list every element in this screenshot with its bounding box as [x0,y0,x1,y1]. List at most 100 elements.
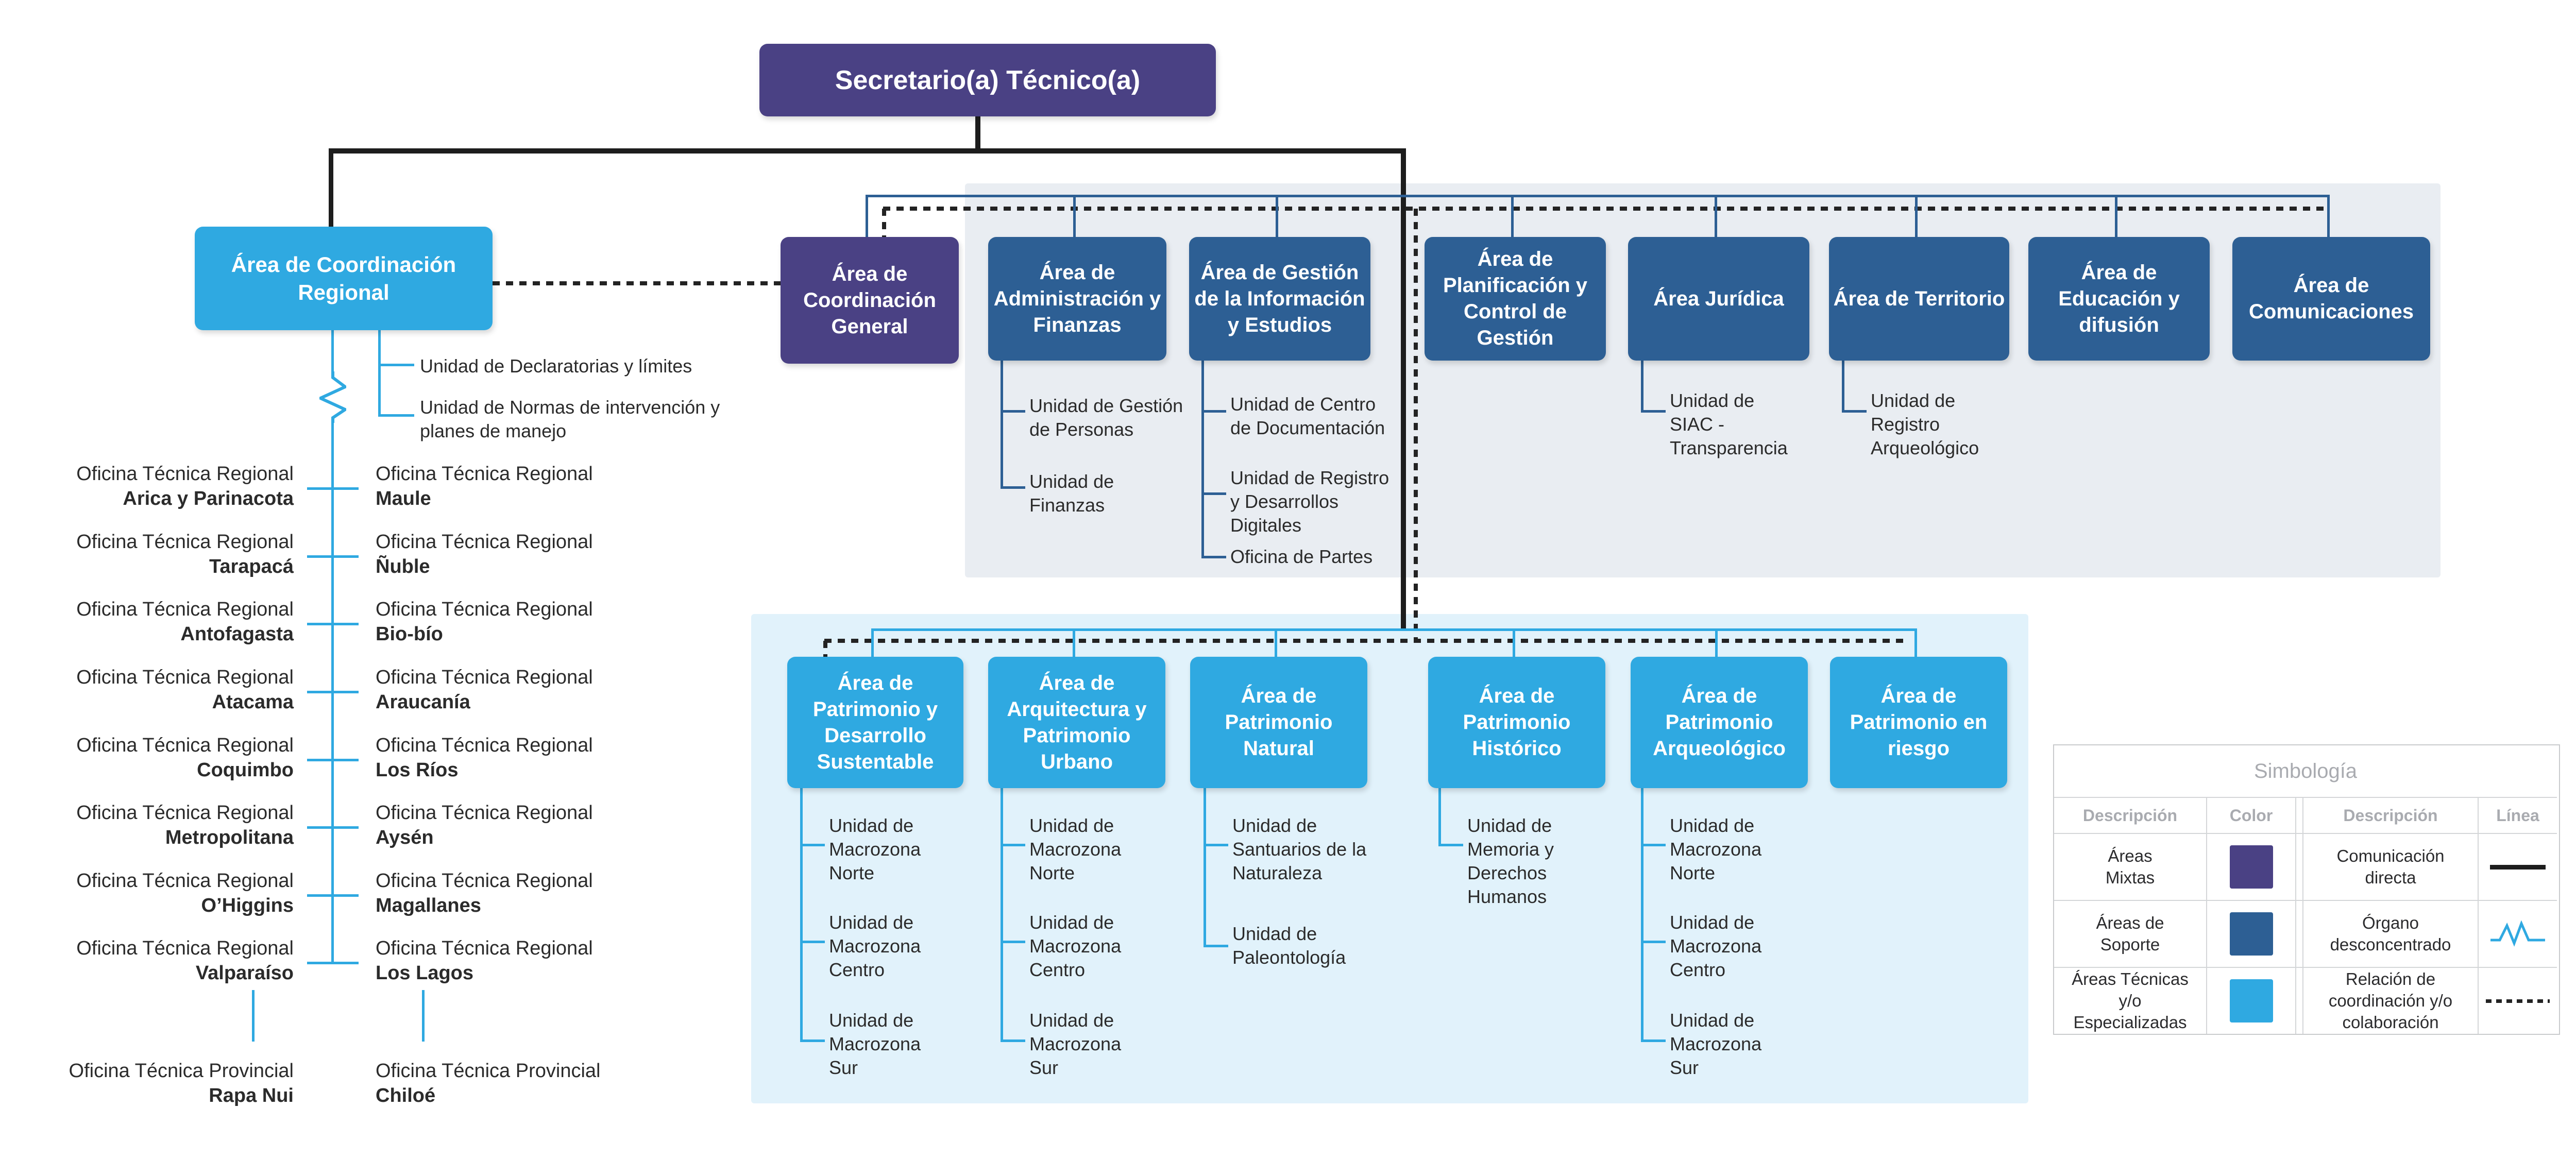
tick-office-row-2 [307,555,359,558]
office-region: Maule [376,488,431,509]
legend-header-color: Color [2206,797,2295,833]
unit-label: Unidad de Centro de Documentación [1230,394,1385,438]
dotted-line-icon [2486,999,2550,1003]
office-region: Chiloé [376,1085,436,1106]
box-title: Área de Patrimonio y Desarrollo Sustenta… [812,671,938,773]
office-prefix: Oficina Técnica Regional [376,938,593,959]
tick-historico-1 [1438,844,1463,846]
zigzag-line-icon [2490,921,2545,947]
office-regional: Oficina Técnica Regional Aysén [376,800,643,850]
tick-arquitectura-2 [1001,941,1025,943]
tick-regional-unit-1 [378,364,414,366]
legend-title: Simbología [2253,760,2358,782]
legend-header-linea: Línea [2478,797,2557,833]
office-region: Atacama [212,691,294,713]
legend-color-cell [2206,900,2295,967]
unit-label: Unidad de Macrozona Centro [1029,912,1122,980]
rail-technical-row [871,628,1917,631]
tick-regional-unit-2 [378,414,414,417]
dotted-vertical-to-technical [1414,209,1418,641]
unit-label: Unidad de Macrozona Sur [829,1010,921,1078]
box-educacion-difusion: Área de Educación y difusión [2028,237,2210,361]
tick-arqueologico-3 [1641,1039,1666,1042]
office-regional: Oficina Técnica Regional Arica y Parinac… [36,462,294,511]
dotted-regional-to-general [493,281,781,285]
unit-label: Unidad de Macrozona Sur [1029,1010,1122,1078]
office-region: Arica y Parinacota [123,488,294,509]
drop-educacion [2115,195,2117,237]
dotted-technical-horizontal [824,639,1907,643]
legend-label: Áreas Técnicas y/o Especializadas [2054,967,2206,1034]
tick-arqueologico-1 [1641,844,1666,846]
office-prefix: Oficina Técnica Regional [376,531,593,553]
tick-arquitectura-1 [1001,844,1025,846]
box-title: Área Jurídica [1653,287,1784,310]
drop-gestion-informacion [1276,195,1278,237]
unit-label: Oficina de Partes [1230,546,1373,567]
office-prefix: Oficina Técnica Provincial [69,1060,294,1082]
drop-territorio [1915,195,1918,237]
unit-label: Unidad de Registro Arqueológico [1871,390,1979,458]
office-regional: Oficina Técnica Regional Magallanes [376,868,643,918]
tick-natural-1 [1204,844,1228,846]
box-territorio: Área de Territorio [1829,237,2009,361]
office-regional: Oficina Técnica Regional Maule [376,462,643,511]
office-prefix: Oficina Técnica Regional [76,599,294,620]
box-title: Área de Administración y Finanzas [993,261,1161,336]
office-regional: Oficina Técnica Regional Tarapacá [36,530,294,579]
office-regional: Oficina Técnica Regional Bio-bío [376,597,643,646]
tick-info-unit-1 [1201,410,1226,413]
legend-color-cell [2206,833,2295,900]
box-comunicaciones: Área de Comunicaciones [2232,237,2430,361]
office-region: Tarapacá [209,556,294,577]
office-prefix: Oficina Técnica Regional [376,463,593,485]
office-region: Bio-bío [376,623,443,645]
rail-support-row [866,195,2329,197]
box-coordinacion-regional: Área de Coordinación Regional [195,227,493,330]
legend-header-descripcion-linea: Descripción [2302,797,2478,833]
drop-patrimonio-historico [1513,628,1515,657]
dotted-top-horizontal [883,207,2329,211]
box-patrimonio-riesgo: Área de Patrimonio en riesgo [1830,657,2007,788]
tick-arquitectura-3 [1001,1039,1025,1042]
unit-label: Unidad de Macrozona Norte [829,815,921,883]
office-region: Aysén [376,827,434,848]
legend-divider [2295,967,2302,1034]
drop-arquitectura [1073,628,1075,657]
unit-label: Unidad de Finanzas [1029,471,1114,516]
office-provincial: Oficina Técnica Provincial Chiloé [376,1059,643,1108]
drop-planificacion [1511,195,1514,237]
drop-patrimonio-natural [1275,628,1277,657]
unit-label: Unidad de Macrozona Centro [829,912,921,980]
box-title: Área de Territorio [1833,287,2005,310]
legend-label: Áreas Mixtas [2054,833,2206,900]
tick-admin-unit-2 [1001,486,1025,489]
legend-label: Áreas de Soporte [2054,900,2206,967]
box-administracion-finanzas: Área de Administración y Finanzas [988,237,1166,361]
tick-office-row-5 [307,759,359,761]
legend-divider [2295,797,2302,833]
unit-label: Unidad de Memoria y Derechos Humanos [1467,815,1554,907]
connector-drop-technical [1401,151,1406,630]
box-patrimonio-natural: Área de Patrimonio Natural [1190,657,1367,788]
legend-color-cell [2206,967,2295,1034]
legend-header-descripcion-color: Descripción [2054,797,2206,833]
box-patrimonio-historico: Área de Patrimonio Histórico [1428,657,1605,788]
organo-desconcentrado-zigzag-icon [319,371,346,423]
box-patrimonio-arqueologico: Área de Patrimonio Arqueológico [1631,657,1808,788]
office-prefix: Oficina Técnica Regional [76,802,294,824]
legend-line-cell [2478,833,2557,900]
unit-label: Unidad de Gestión de Personas [1029,395,1183,440]
legend-label: Comunicación directa [2302,833,2478,900]
tick-office-row-4 [307,691,359,693]
box-title: Área de Patrimonio Arqueológico [1653,685,1786,760]
office-regional: Oficina Técnica Regional Coquimbo [36,733,294,782]
office-prefix: Oficina Técnica Regional [76,667,294,688]
office-regional: Oficina Técnica Regional Los Lagos [376,936,643,985]
box-title: Área de Patrimonio Natural [1225,685,1333,760]
box-arquitectura-urbano: Área de Arquitectura y Patrimonio Urbano [988,657,1165,788]
areas-mixtas-swatch-icon [2229,845,2273,889]
legend-label-text: Áreas de Soporte [2096,913,2164,954]
office-prefix: Oficina Técnica Regional [376,667,593,688]
